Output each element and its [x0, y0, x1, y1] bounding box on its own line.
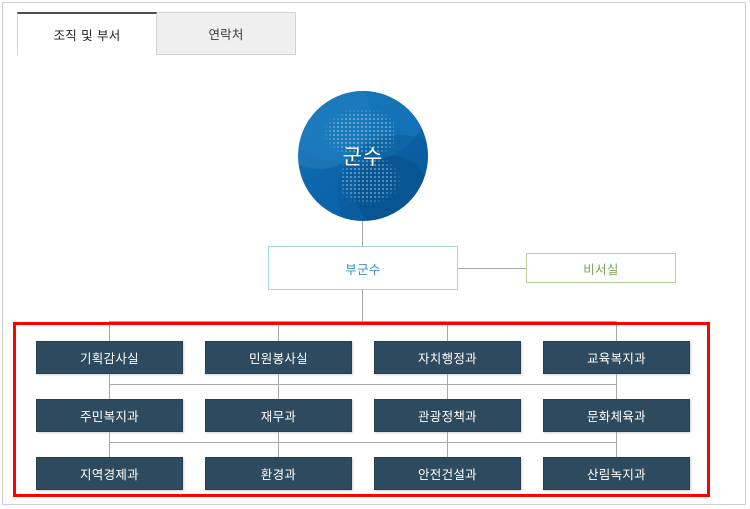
org-node-label: 환경과 [260, 467, 297, 482]
org-node-label: 자치행정과 [417, 351, 477, 366]
org-node-department[interactable]: 재무과 [205, 399, 352, 432]
connector-governor-to-vice [362, 221, 363, 246]
org-node-vice-governor[interactable]: 부군수 [268, 246, 458, 290]
connector-vice-to-secretary [458, 268, 526, 269]
org-node-department[interactable]: 관광정책과 [374, 399, 521, 432]
distribution-bar-row-1 [109, 321, 616, 322]
connector-rise-r2c3 [447, 374, 448, 384]
org-node-department[interactable]: 산림녹지과 [543, 457, 690, 490]
org-node-department[interactable]: 문화체육과 [543, 399, 690, 432]
tab-label: 조직 및 부서 [53, 28, 121, 43]
org-node-department[interactable]: 지역경제과 [36, 457, 183, 490]
connector-rise-r2c4 [616, 374, 617, 384]
connector-drop-r3c3 [447, 442, 448, 457]
circle-halftone-dots-upper [324, 109, 395, 154]
tab-strip: 조직 및 부서 연락처 [17, 12, 296, 55]
org-node-label: 관광정책과 [417, 409, 477, 424]
org-node-label: 부군수 [345, 261, 381, 277]
org-node-department[interactable]: 기획감사실 [36, 341, 183, 374]
org-node-label: 주민복지과 [79, 409, 139, 424]
connector-rise-r2c1 [109, 374, 110, 384]
org-node-department[interactable]: 안전건설과 [374, 457, 521, 490]
org-node-label: 비서실 [583, 261, 619, 277]
circle-halftone-dots-lower [340, 158, 401, 206]
connector-rise-r2c2 [278, 374, 279, 384]
org-node-department[interactable]: 주민복지과 [36, 399, 183, 432]
connector-drop-r2c3 [447, 384, 448, 399]
connector-drop-r3c1 [109, 442, 110, 457]
org-node-label: 안전건설과 [417, 467, 477, 482]
org-chart: 군수 부군수 비서실 기획감사실 민원봉사실 자치행정과 [3, 59, 747, 506]
connector-rise-r3c4 [616, 432, 617, 442]
org-node-county-governor[interactable]: 군수 [298, 91, 428, 221]
org-node-label: 군수 [342, 145, 384, 169]
org-node-label: 지역경제과 [79, 467, 139, 482]
org-node-department[interactable]: 민원봉사실 [205, 341, 352, 374]
org-node-label: 산림녹지과 [586, 467, 646, 482]
connector-drop-r3c2 [278, 442, 279, 457]
connector-drop-r1c1 [109, 321, 110, 341]
org-node-label: 재무과 [260, 409, 297, 424]
tab-organization-and-departments[interactable]: 조직 및 부서 [17, 12, 157, 55]
org-node-label: 교육복지과 [586, 351, 646, 366]
connector-drop-r2c2 [278, 384, 279, 399]
connector-drop-r3c4 [616, 442, 617, 457]
connector-drop-r2c4 [616, 384, 617, 399]
connector-drop-r2c1 [109, 384, 110, 399]
org-node-department[interactable]: 자치행정과 [374, 341, 521, 374]
tab-contacts[interactable]: 연락처 [156, 12, 296, 55]
org-node-department[interactable]: 교육복지과 [543, 341, 690, 374]
connector-rise-r3c2 [278, 432, 279, 442]
org-node-label: 문화체육과 [586, 409, 646, 424]
distribution-bar-row-3 [109, 442, 616, 443]
distribution-bar-row-2 [109, 384, 616, 385]
connector-rise-r3c3 [447, 432, 448, 442]
connector-drop-r1c2 [278, 321, 279, 341]
tab-label: 연락처 [208, 27, 244, 42]
connector-drop-r1c4 [616, 321, 617, 341]
connector-drop-r1c3 [447, 321, 448, 341]
connector-vice-down [362, 290, 363, 321]
org-node-label: 기획감사실 [79, 351, 139, 366]
org-node-department[interactable]: 환경과 [205, 457, 352, 490]
org-node-secretary-office[interactable]: 비서실 [526, 253, 676, 283]
org-node-label: 민원봉사실 [248, 351, 308, 366]
connector-rise-r3c1 [109, 432, 110, 442]
circle-shape [298, 91, 428, 221]
